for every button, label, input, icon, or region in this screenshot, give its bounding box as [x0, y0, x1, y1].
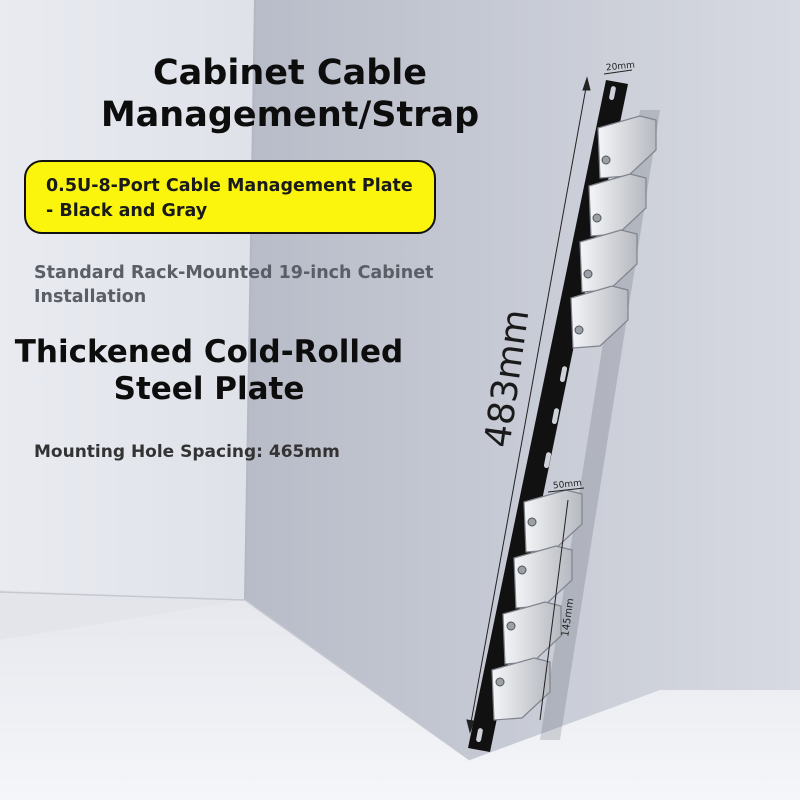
material-line-1: Thickened Cold-Rolled — [14, 334, 404, 370]
cable-ring — [597, 115, 657, 179]
cable-ring — [570, 285, 629, 349]
installation-line-1: Standard Rack-Mounted 19-inch Cabinet — [34, 263, 434, 283]
installation-line-2: Installation — [34, 287, 147, 307]
title-line-2: Management/Strap — [100, 95, 480, 135]
installation-note: Standard Rack-Mounted 19-inch Cabinet In… — [34, 261, 514, 309]
dimension-lines — [466, 69, 633, 734]
cable-ring — [588, 173, 647, 237]
cable-ring — [579, 229, 638, 293]
badge-line-1: 0.5U-8-Port Cable Management Plate — [46, 176, 413, 196]
title-line-1: Cabinet Cable — [152, 53, 428, 93]
cable-ring — [513, 545, 573, 609]
material-line-2: Steel Plate — [113, 371, 305, 407]
upper-cable-rings — [570, 115, 657, 349]
hole-spacing-note: Mounting Hole Spacing: 465mm — [34, 442, 340, 462]
badge-text: 0.5U-8-Port Cable Management Plate - Bla… — [46, 174, 436, 224]
highlight-badge: 0.5U-8-Port Cable Management Plate - Bla… — [24, 160, 436, 234]
product-title: Cabinet Cable Management/Strap — [40, 52, 540, 136]
badge-line-2: - Black and Gray — [46, 201, 208, 221]
cable-ring — [502, 601, 562, 665]
cable-ring — [491, 657, 551, 721]
mounting-slots — [476, 86, 616, 743]
material-heading: Thickened Cold-Rolled Steel Plate — [14, 334, 404, 408]
